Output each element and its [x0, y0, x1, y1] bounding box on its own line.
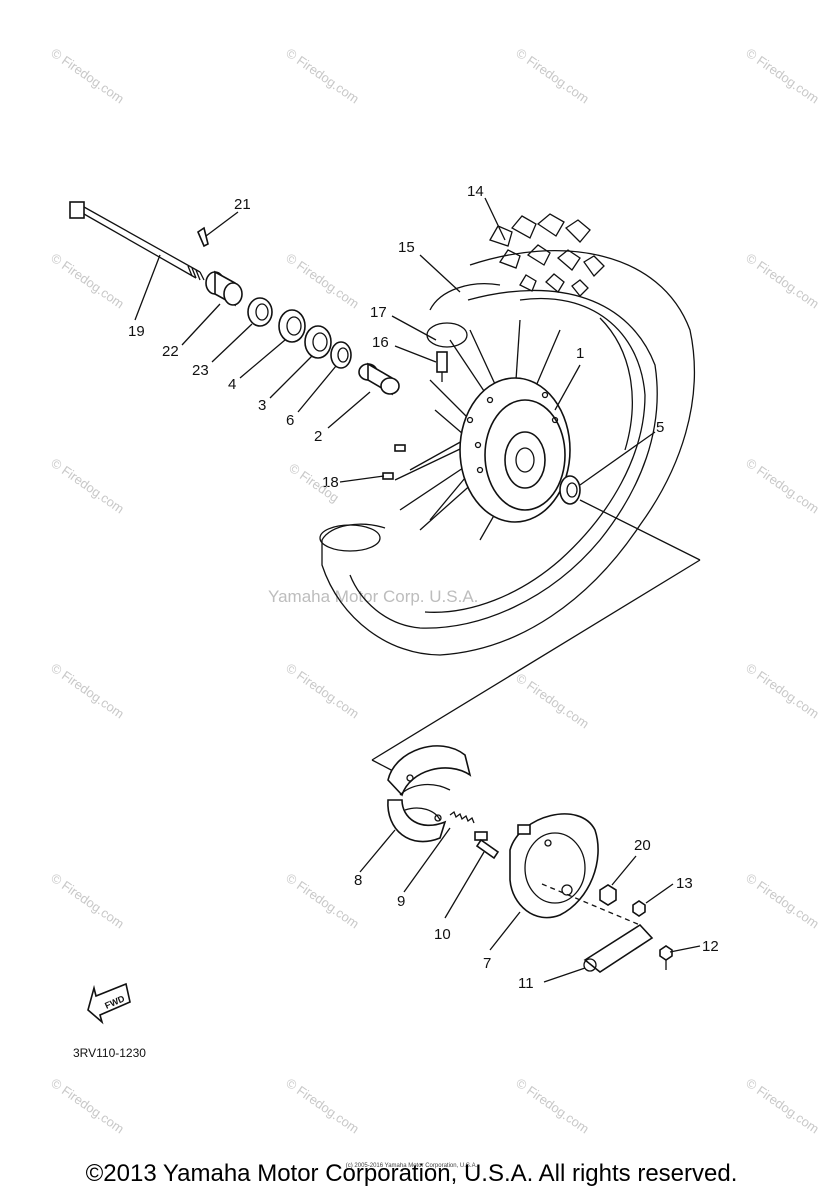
brake-shoes	[387, 745, 472, 843]
spring	[449, 810, 475, 824]
watermark: © Firedog.com	[48, 1075, 127, 1136]
watermark: © Firedog.com	[743, 45, 822, 106]
hub	[459, 377, 571, 523]
callout-23: 23	[192, 362, 209, 379]
nut-13	[632, 900, 646, 917]
watermark: © Firedog.com	[513, 670, 592, 731]
copyright-footer: ©2013 Yamaha Motor Corporation, U.S.A. A…	[85, 1160, 738, 1187]
watermark: © Firedog.com	[743, 870, 822, 931]
callout-1: 1	[576, 345, 584, 362]
oil-seal	[330, 341, 352, 369]
callouts: 21 14 15 17 16 1 5 18 19 22 23 4 3 6 2 8…	[128, 183, 719, 992]
nut-20	[599, 884, 617, 906]
watermark: © Firedog.com	[513, 45, 592, 106]
callout-15: 15	[398, 239, 415, 256]
watermark: © Firedog.com	[743, 455, 822, 516]
callout-20: 20	[634, 837, 651, 854]
collar	[205, 270, 243, 307]
guide-line	[579, 499, 701, 561]
small-copyright: (c) 2005-2016 Yamaha Motor Corporation, …	[345, 1163, 478, 1169]
watermark: © Firedog.com	[743, 1075, 822, 1136]
bearing-4	[278, 309, 306, 343]
center-watermark: Yamaha Motor Corp. U.S.A.	[268, 587, 478, 606]
brake-plate	[509, 813, 599, 919]
axle	[69, 201, 205, 281]
callout-11: 11	[518, 975, 534, 992]
seal	[559, 475, 581, 505]
spacer	[358, 362, 400, 396]
cam-shaft	[474, 831, 500, 860]
callout-21: 21	[234, 196, 251, 213]
watermark: © Firedog.com	[283, 250, 362, 311]
watermark: © Firedog.com	[283, 1075, 362, 1136]
watermark: © Firedog.com	[743, 660, 822, 721]
watermark: © Firedog.com	[283, 870, 362, 931]
spoke-nipples	[382, 444, 406, 480]
leader-lines	[134, 197, 701, 983]
callout-19: 19	[128, 323, 145, 340]
watermark: © Firedog.com	[48, 870, 127, 931]
cam-lever	[583, 923, 654, 973]
watermark: © Firedog.com	[48, 660, 127, 721]
callout-4: 4	[228, 376, 236, 393]
bolt-12	[659, 945, 673, 970]
guide-line	[371, 559, 701, 761]
watermark: © Firedog.com	[48, 45, 127, 106]
fwd-arrow-icon: FWD	[87, 982, 131, 1025]
callout-18: 18	[322, 474, 339, 491]
callout-22: 22	[162, 343, 179, 360]
callout-6: 6	[286, 412, 294, 429]
callout-17: 17	[370, 304, 387, 321]
spacer-flange	[247, 297, 273, 327]
callout-16: 16	[372, 334, 389, 351]
callout-7: 7	[483, 955, 491, 972]
watermark: © Firedog.com	[743, 250, 822, 311]
diagram-code: 3RV110-1230	[73, 1046, 146, 1060]
bearing-3	[304, 325, 332, 359]
callout-9: 9	[397, 893, 405, 910]
inner-tube	[426, 283, 501, 382]
callout-12: 12	[702, 938, 719, 955]
tire	[319, 213, 696, 656]
watermark: © Firedog.com	[48, 250, 127, 311]
callout-10: 10	[434, 926, 451, 943]
callout-8: 8	[354, 872, 362, 889]
cotter-pin	[197, 226, 209, 248]
watermark: © Firedog.com	[283, 45, 362, 106]
callout-3: 3	[258, 397, 266, 414]
watermark: © Firedog.com	[283, 660, 362, 721]
callout-14: 14	[467, 183, 484, 200]
watermark: © Firedog.com	[513, 1075, 592, 1136]
watermark: © Firedog.com	[48, 455, 127, 516]
callout-2: 2	[314, 428, 322, 445]
callout-5: 5	[656, 419, 664, 436]
callout-13: 13	[676, 875, 693, 892]
